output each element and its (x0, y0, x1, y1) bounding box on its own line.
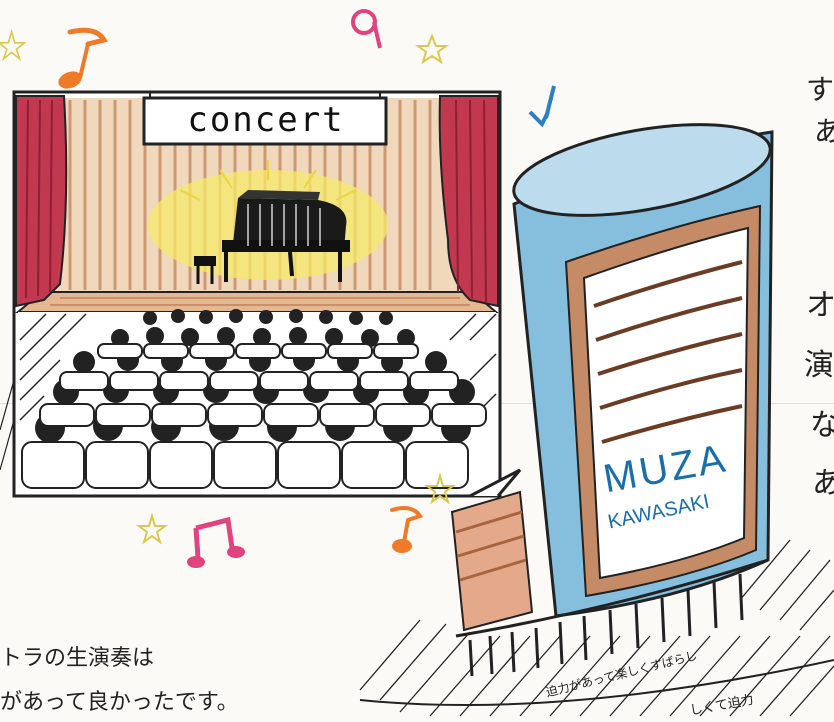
concert-banner-label: concert (187, 100, 345, 140)
right-text-fragment-6: あ (812, 466, 834, 501)
right-curtain (438, 95, 499, 308)
music-note-icon (390, 506, 424, 553)
star-icon (415, 33, 449, 65)
music-note-icon (351, 9, 382, 49)
audience-seating (18, 309, 497, 492)
stage-floor (15, 291, 499, 313)
music-note-icon (187, 516, 245, 568)
star-icon (0, 28, 27, 62)
right-text-fragment-1: す (806, 73, 834, 106)
concert-banner (142, 92, 388, 146)
grand-piano-icon (194, 190, 350, 284)
right-text-fragment-4: 演 (804, 348, 834, 383)
music-note-icon (528, 85, 556, 128)
speech-bubble-tail (469, 468, 522, 498)
right-text-fragment-5: な (810, 408, 834, 443)
right-text-fragment-3: オ (806, 288, 834, 323)
star-icon (424, 472, 456, 505)
caption-left-line1: トラの生演奏は (0, 646, 155, 671)
left-curtain (15, 95, 68, 308)
music-note-icon (58, 27, 108, 89)
left-edge-hatching (0, 379, 15, 471)
caption-left-line2: があって良かったです。 (0, 690, 239, 715)
muza-kawasaki-building (359, 123, 834, 717)
right-text-fragment-2: あ (814, 115, 834, 148)
star-icon (136, 512, 168, 545)
